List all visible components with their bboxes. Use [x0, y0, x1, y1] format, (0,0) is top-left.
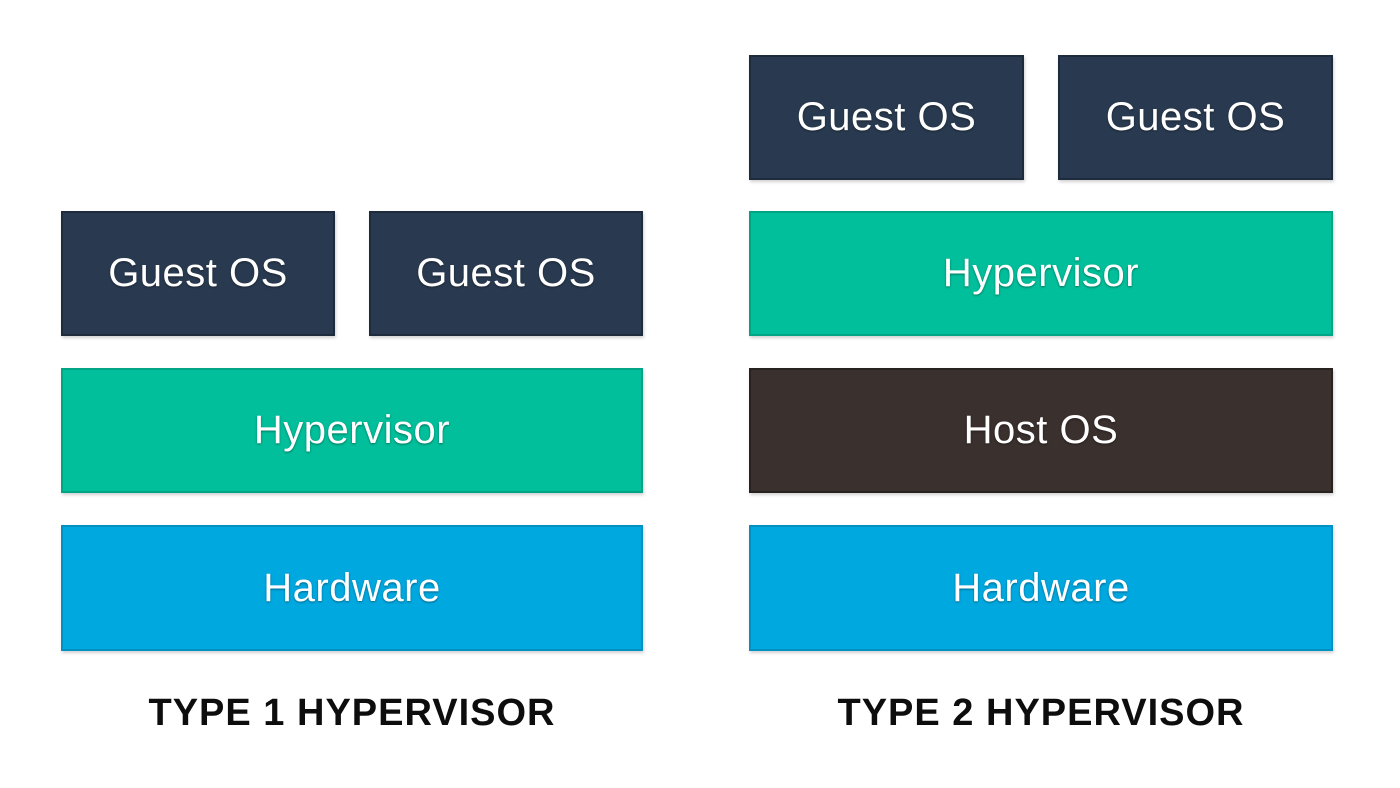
type2-host-os-box: Host OS: [749, 368, 1333, 493]
type1-hypervisor-label: Hypervisor: [253, 408, 451, 452]
type2-guest-os-label-2: Guest OS: [1105, 95, 1286, 139]
type2-host-os-label: Host OS: [963, 408, 1119, 452]
type1-hypervisor-box: Hypervisor: [61, 368, 643, 493]
type1-guest-os-label-1: Guest OS: [108, 251, 288, 295]
type1-guest-os-box-1: Guest OS: [61, 211, 335, 336]
type2-title: TYPE 2 HYPERVISOR: [837, 692, 1245, 734]
type1-guest-os-box-2: Guest OS: [369, 211, 643, 336]
type2-hypervisor-label: Hypervisor: [942, 251, 1140, 295]
type2-hardware-box: Hardware: [749, 525, 1333, 651]
type2-guest-os-box-1: Guest OS: [749, 55, 1024, 180]
type1-hardware-box: Hardware: [61, 525, 643, 651]
type1-title: TYPE 1 HYPERVISOR: [148, 692, 556, 734]
type2-guest-os-label-1: Guest OS: [796, 95, 977, 139]
type2-guest-os-box-2: Guest OS: [1058, 55, 1333, 180]
type2-hypervisor-box: Hypervisor: [749, 211, 1333, 336]
type1-hardware-label: Hardware: [263, 565, 441, 610]
type1-guest-os-label-2: Guest OS: [416, 251, 596, 295]
type2-hardware-label: Hardware: [952, 565, 1130, 610]
